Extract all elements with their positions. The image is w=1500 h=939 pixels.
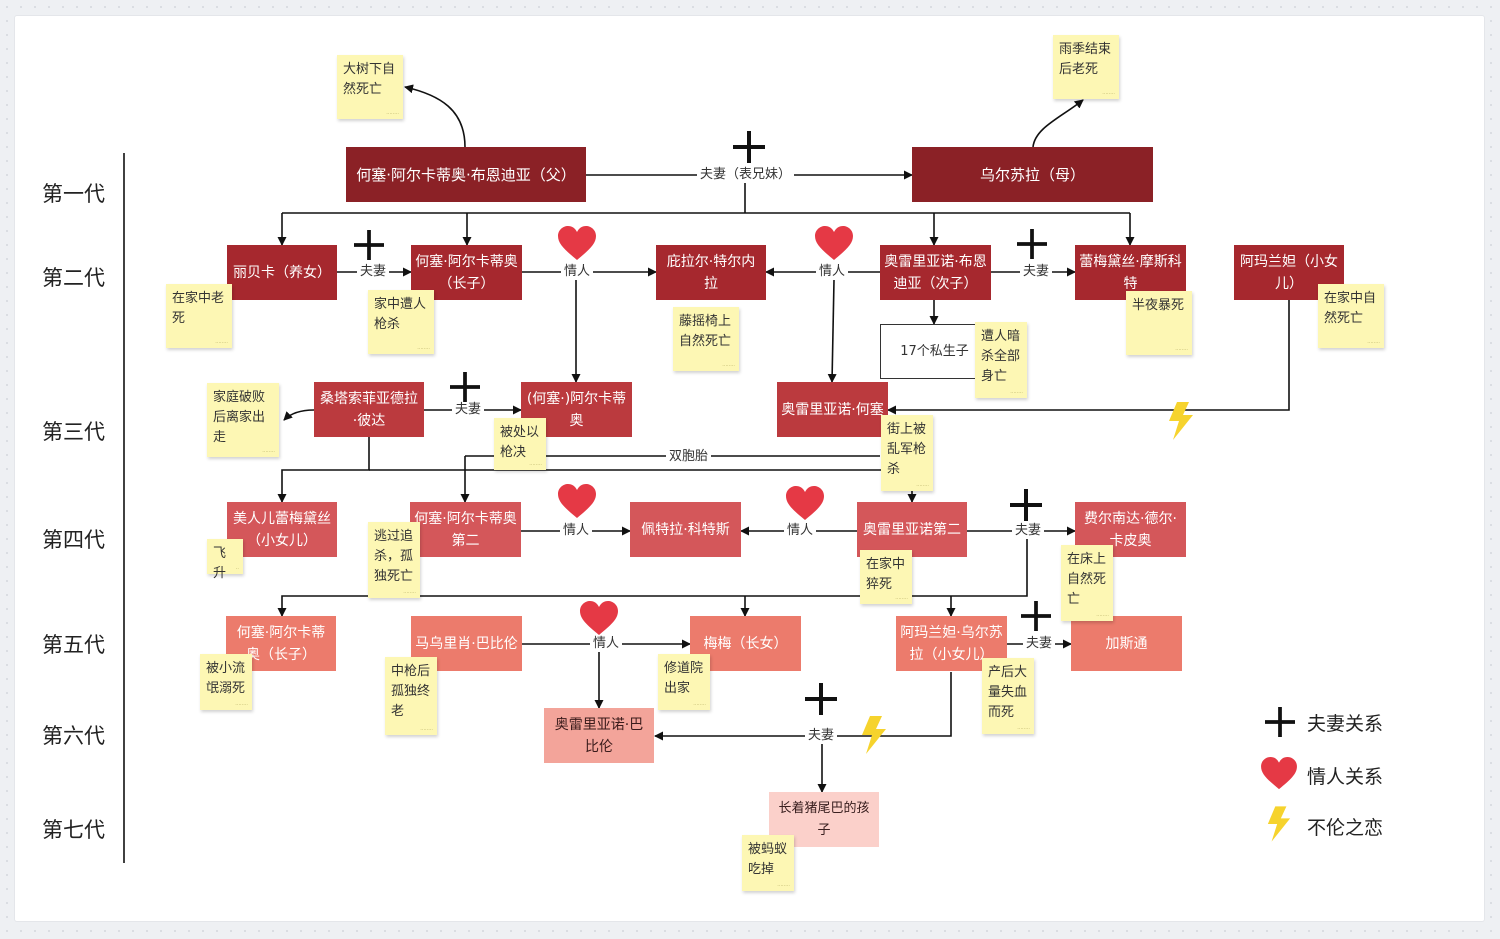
sticky-note[interactable]: 被处以枪决········ [494,418,546,470]
node-aureliano-babilonia[interactable]: 奥雷里亚诺·巴比伦 [544,708,654,763]
relation-label: 情人 [561,264,594,280]
legend-label-incest: 不伦之恋 [1307,817,1384,839]
lightning-icon [1267,806,1291,842]
generation-label: 第三代 [42,420,105,444]
plus-icon [354,230,384,260]
node-santa-sofia[interactable]: 桑塔索菲亚德拉·彼达 [314,382,424,437]
node-aureliano-jose[interactable]: 奥雷里亚诺·何塞 [777,382,888,437]
plus-icon [450,372,480,402]
plus-icon [805,683,837,715]
generation-label: 第六代 [42,724,105,748]
sticky-note[interactable]: 藤摇椅上自然死亡········ [673,307,739,371]
generation-label: 第二代 [42,266,105,290]
sticky-note[interactable]: 在家中猝死········ [860,550,912,604]
legend-label-lovers: 情人关系 [1307,766,1384,788]
sticky-note[interactable]: 飞升·· [207,539,243,581]
plus-icon [733,131,765,163]
heart-icon [815,226,853,260]
sticky-note[interactable]: 遭人暗杀全部身亡········ [975,322,1027,398]
relation-label: 夫妻 [452,402,485,418]
lightning-icon [862,716,886,754]
node-rebeca[interactable]: 丽贝卡（养女） [227,245,337,300]
relation-label: 夫妻 [1020,264,1053,280]
relation-label: 夫妻 [1012,523,1045,539]
node-remedios-moscote[interactable]: 蕾梅黛丝·摩斯科特 [1075,245,1186,300]
legend-label-married: 夫妻关系 [1307,713,1384,735]
node-ursula[interactable]: 乌尔苏拉（母） [912,147,1153,202]
sticky-note[interactable]: 在床上自然死亡········ [1061,545,1113,621]
relation-label: 情人 [816,264,849,280]
relation-label: 夫妻 [1023,636,1056,652]
node-petra-cotes[interactable]: 佩特拉·科特斯 [630,502,741,557]
relation-label: 情人 [590,636,623,652]
sticky-note[interactable]: 逃过追杀，孤独死亡········ [368,522,420,598]
relation-label: 情人 [784,523,817,539]
sticky-note[interactable]: 家中遭人枪杀········ [368,290,434,354]
relation-label: 双胞胎 [666,449,712,465]
node-arcadio[interactable]: (何塞·)阿尔卡蒂奥 [521,382,632,437]
sticky-note[interactable]: 半夜暴死········ [1126,291,1192,355]
sticky-note[interactable]: 雨季结束后老死········ [1053,35,1119,99]
heart-icon [558,484,596,518]
sticky-note[interactable]: 产后大量失血而死········ [982,658,1034,734]
sticky-note[interactable]: 在家中自然死亡········ [1318,284,1384,348]
diagram-canvas [15,16,1484,921]
sticky-note[interactable]: 街上被乱军枪杀········ [881,415,933,491]
node-amaranta-ursula[interactable]: 阿玛兰妲·乌尔苏拉（小女儿） [896,616,1007,671]
sticky-note[interactable]: 中枪后孤独终老········ [385,657,437,735]
heart-icon [558,226,596,260]
node-jose-arcadio-5[interactable]: 何塞·阿尔卡蒂奥（长子） [226,616,336,671]
sticky-note[interactable]: 大树下自然死亡········ [337,55,403,119]
generation-label: 第七代 [42,818,105,842]
node-pilar-ternera[interactable]: 庇拉尔·特尔内拉 [656,245,766,300]
heart-icon [786,486,824,520]
node-remedios-beauty[interactable]: 美人儿蕾梅黛丝（小女儿） [227,502,337,557]
plus-icon [1017,229,1047,259]
node-jose-arcadio-segundo[interactable]: 何塞·阿尔卡蒂奥第二 [410,502,521,557]
heart-icon [580,601,618,635]
plus-icon [1021,601,1051,631]
sticky-note[interactable]: 被蚂蚁吃掉········ [742,835,794,891]
relation-label: 夫妻 [357,264,390,280]
generation-label: 第五代 [42,633,105,657]
relation-label: 夫妻 [805,728,838,744]
generation-label: 第四代 [42,528,105,552]
node-jose-arcadio-buendia[interactable]: 何塞·阿尔卡蒂奥·布恩迪亚（父） [346,147,586,202]
node-aureliano-segundo[interactable]: 奥雷里亚诺第二 [857,502,967,557]
sticky-note[interactable]: 在家中老死········ [166,284,232,348]
sticky-note[interactable]: 被小流氓溺死········ [200,654,252,710]
node-meme[interactable]: 梅梅（长女） [690,616,801,671]
node-aureliano-buendia[interactable]: 奥雷里亚诺·布恩迪亚（次子） [880,245,991,300]
lightning-icon [1169,402,1193,440]
heart-icon [1261,757,1297,790]
node-gaston[interactable]: 加斯通 [1071,616,1182,671]
sticky-note[interactable]: 家庭破败后离家出走········ [207,383,279,457]
generation-label: 第一代 [42,182,105,206]
plus-icon [1010,489,1042,521]
node-seventeen-sons[interactable]: 17个私生子 [880,324,989,379]
relation-label: 情人 [560,523,593,539]
plus-icon [1265,707,1295,737]
sticky-note[interactable]: 修道院出家········ [658,654,710,710]
relation-label: 夫妻（表兄妹） [697,167,795,183]
